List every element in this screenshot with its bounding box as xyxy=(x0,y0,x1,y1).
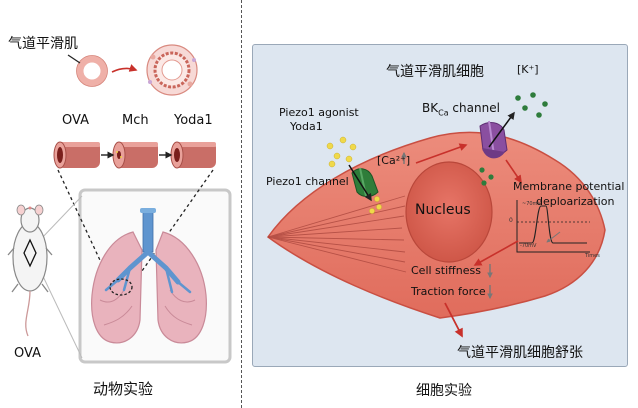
membrane-potential-label: Membrane potential xyxy=(513,180,625,193)
asm-relaxation-label: 气道平滑肌细胞舒张 xyxy=(457,345,583,361)
cell-panel-title: 气道平滑肌细胞 xyxy=(386,64,484,80)
zoom-line-right xyxy=(129,169,214,289)
graph-v-low: -70mV xyxy=(520,243,537,249)
yoda1-agonist-label: Yoda1 xyxy=(290,120,323,133)
bkca-main: BK xyxy=(422,101,439,115)
animal-experiment-caption: 动物实验 xyxy=(93,380,154,398)
nucleus-label: Nucleus xyxy=(415,202,471,218)
airway-tube-yoda1-icon xyxy=(170,141,216,169)
mouse-frame-line-top xyxy=(39,195,83,241)
zoom-circle xyxy=(109,278,133,296)
airway-tube-mch-icon xyxy=(112,141,158,169)
mouse-icon xyxy=(7,204,53,337)
cell-experiment-caption: 细胞实验 xyxy=(416,383,472,399)
ova-label-top: OVA xyxy=(62,113,89,128)
graph-v-high: ~70mV xyxy=(522,201,541,207)
airway-tube-ova-icon xyxy=(53,141,100,169)
asm-label: 气道平滑肌 xyxy=(8,36,78,52)
mch-label: Mch xyxy=(122,113,149,128)
piezo1-agonist-label: Piezo1 agonist xyxy=(279,106,359,119)
piezo1-channel-label: Piezo1 channel xyxy=(266,175,349,188)
airway-cross-section-icon xyxy=(146,44,198,96)
potassium-label: [K⁺] xyxy=(517,63,539,76)
asm-ring-icon xyxy=(76,55,108,87)
graph-v-zero: 0 xyxy=(509,217,513,224)
lungs-icon xyxy=(91,208,207,344)
asm-to-crosssection-arrow xyxy=(111,64,138,73)
yoda1-label: Yoda1 xyxy=(174,113,213,128)
mouse-frame-line-bottom xyxy=(39,269,83,359)
traction-force-label: Traction force xyxy=(411,285,486,298)
bkca-sub: Ca xyxy=(438,108,449,118)
cell-stiffness-label: Cell stiffness xyxy=(411,264,481,277)
graph-time-label: Times xyxy=(585,253,600,259)
pointer-line xyxy=(67,54,81,64)
depolarization-label: deploarization xyxy=(536,195,615,208)
bkca-rest: channel xyxy=(448,101,500,115)
ova-mouse-label: OVA xyxy=(14,346,41,361)
calcium-label: [Ca²⁺] xyxy=(377,154,411,167)
panel-divider xyxy=(241,0,242,408)
bkca-channel-label: BKCa channel xyxy=(422,101,500,117)
